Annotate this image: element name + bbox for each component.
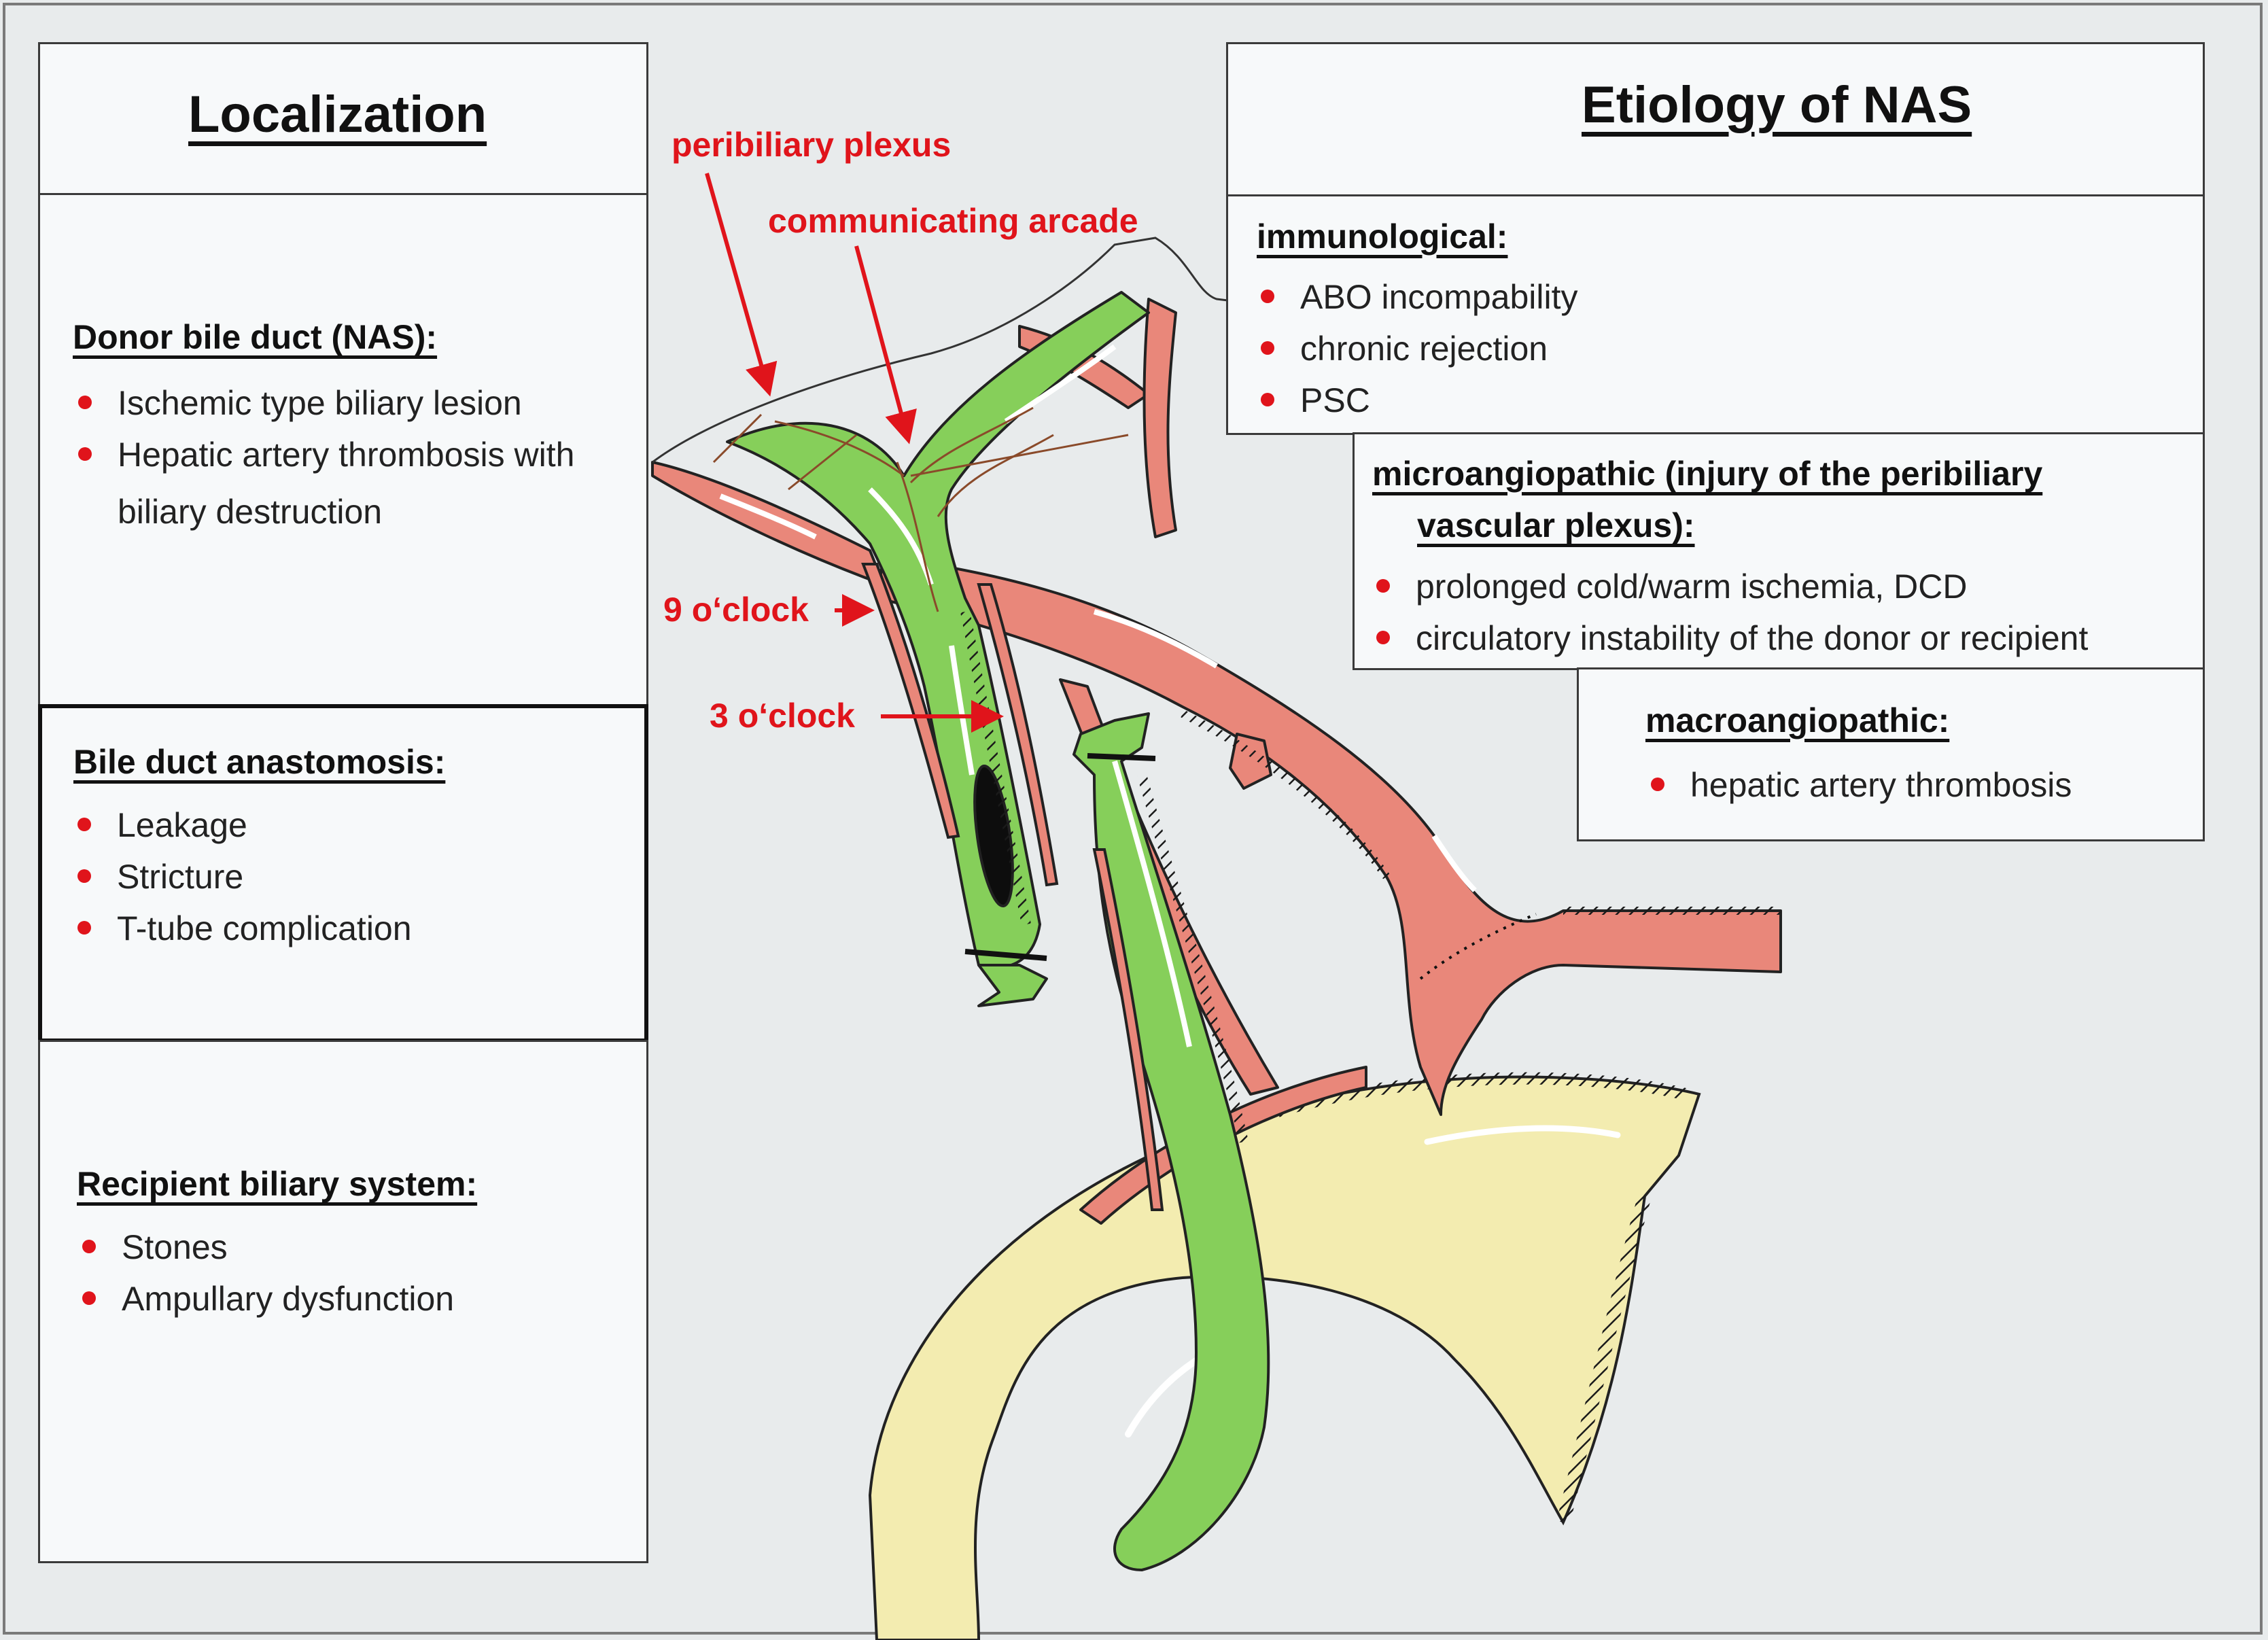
callout-arrows (705, 173, 1004, 733)
peribiliary-plexus-label: peribiliary plexus (671, 126, 952, 164)
immunological-heading: immunological: (1257, 217, 1508, 256)
donor-bile-duct-box: Donor bile duct (NAS): Ischemic type bil… (38, 193, 648, 707)
localization-title-box: Localization (38, 42, 648, 196)
microangiopathic-heading-line2: vascular plexus): (1417, 506, 1695, 544)
microangiopathic-heading: microangiopathic (injury of the peribili… (1372, 448, 2042, 551)
immunological-box: immunological: ABO incompability chronic… (1226, 194, 2205, 435)
duodenum (868, 1072, 1701, 1640)
etiology-title: Etiology of NAS (1582, 76, 1972, 134)
bile-duct-anastomosis-box: Bile duct anastomosis: Leakage Stricture… (38, 704, 648, 1043)
recipient-biliary-system-heading: Recipient biliary system: (77, 1165, 478, 1203)
list-item: Ampullary dysfunction (74, 1273, 454, 1325)
figure-frame (3, 3, 2263, 1635)
donor-bile-duct-heading: Donor bile duct (NAS): (73, 318, 438, 356)
list-item: circulatory instability of the donor or … (1368, 612, 2088, 664)
list-item: Stones (74, 1221, 454, 1273)
microangiopathic-list: prolonged cold/warm ischemia, DCD circul… (1368, 561, 2088, 664)
macroangiopathic-list: hepatic artery thrombosis (1643, 759, 2072, 811)
recipient-bile-duct (1072, 712, 1270, 1571)
three-oclock-label: 3 o‘clock (710, 697, 855, 735)
list-item: chronic rejection (1253, 323, 1578, 374)
list-item: Stricture (69, 851, 412, 903)
nine-oclock-label: 9 o‘clock (663, 591, 809, 629)
list-item: Hepatic artery thrombosis with (70, 429, 574, 481)
list-item: prolonged cold/warm ischemia, DCD (1368, 561, 2088, 612)
donor-bile-duct (712, 291, 1150, 1007)
list-item: Leakage (69, 799, 412, 851)
microangiopathic-box: microangiopathic (injury of the peribili… (1353, 432, 2205, 670)
immunological-list: ABO incompability chronic rejection PSC (1253, 271, 1578, 426)
recipient-biliary-system-list: Stones Ampullary dysfunction (74, 1221, 454, 1325)
microangiopathic-heading-line1: microangiopathic (injury of the peribili… (1372, 455, 2043, 493)
list-item: T-tube complication (69, 903, 412, 954)
macroangiopathic-heading: macroangiopathic: (1645, 701, 1950, 739)
list-item: ABO incompability (1253, 271, 1578, 323)
list-item: PSC (1253, 374, 1578, 426)
list-item: hepatic artery thrombosis (1643, 759, 2072, 811)
recipient-biliary-system-box: Recipient biliary system: Stones Ampulla… (38, 1040, 648, 1563)
list-item: Ischemic type biliary lesion (70, 377, 574, 429)
donor-bile-duct-list: Ischemic type biliary lesion Hepatic art… (70, 377, 574, 481)
donor-bile-duct-continuation: biliary destruction (118, 493, 383, 531)
localization-title: Localization (188, 86, 487, 143)
bile-duct-anastomosis-list: Leakage Stricture T-tube complication (69, 799, 412, 954)
macroangiopathic-box: macroangiopathic: hepatic artery thrombo… (1577, 667, 2205, 841)
bile-duct-anastomosis-heading: Bile duct anastomosis: (73, 743, 446, 781)
communicating-arcade-label: communicating arcade (768, 202, 1138, 240)
marginal-arteries (861, 563, 1059, 887)
recipient-side-artery (1092, 848, 1164, 1211)
etiology-title-box: Etiology of NAS (1226, 42, 2205, 197)
